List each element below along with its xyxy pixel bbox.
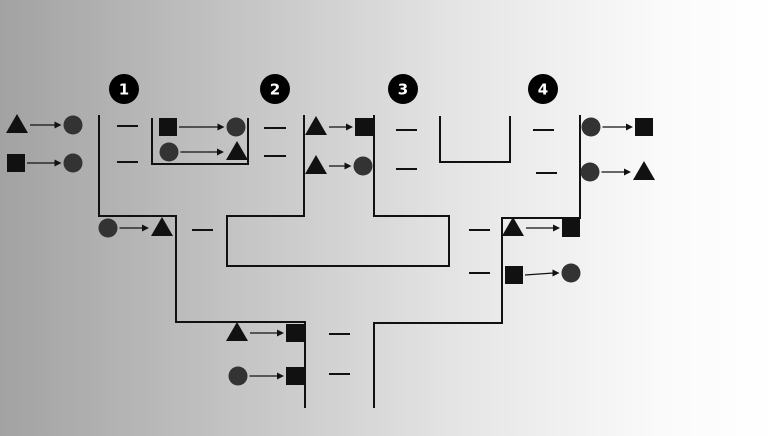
pipe-center-left-wall <box>226 115 450 267</box>
circle-icon <box>581 117 601 137</box>
triangle-icon <box>151 217 173 236</box>
circle-icon <box>226 117 246 137</box>
transformation-rule <box>305 116 373 136</box>
arrowhead-icon <box>54 121 62 129</box>
transformation-rule <box>226 322 304 342</box>
box-3-outline <box>439 116 511 163</box>
pipe-left-wall <box>98 115 306 408</box>
transformation-rule <box>159 141 248 162</box>
pipe-right-wall <box>373 115 581 408</box>
arrowhead-icon <box>217 148 224 156</box>
square-icon <box>562 219 580 237</box>
square-icon <box>505 266 523 284</box>
step-badge-3: 3 <box>388 74 418 104</box>
triangle-icon <box>305 116 327 135</box>
arrowhead-icon <box>552 269 560 277</box>
step-number: 1 <box>119 81 129 99</box>
transformation-rule <box>502 217 580 237</box>
step-number: 3 <box>398 81 408 99</box>
box-1-outline <box>151 118 249 165</box>
square-icon <box>355 118 373 136</box>
step-number: 4 <box>538 81 548 99</box>
arrowhead-icon <box>624 168 631 176</box>
triangle-icon <box>226 141 248 160</box>
arrowhead-icon <box>54 159 62 167</box>
square-icon <box>286 324 304 342</box>
transformation-rules <box>6 114 655 386</box>
triangle-icon <box>633 161 655 180</box>
transformation-rule <box>305 155 373 176</box>
square-icon <box>7 154 25 172</box>
square-icon <box>159 118 177 136</box>
circle-icon <box>63 153 83 173</box>
arrowhead-icon <box>346 123 353 131</box>
circle-icon <box>98 218 118 238</box>
arrow-icon <box>524 272 554 276</box>
arrowhead-icon <box>277 329 284 337</box>
circle-icon <box>159 142 179 162</box>
triangle-icon <box>502 217 524 236</box>
circle-icon <box>63 115 83 135</box>
step-badge-1: 1 <box>109 74 139 104</box>
circle-icon <box>228 366 248 386</box>
step-badge-2: 2 <box>260 74 290 104</box>
transformation-rule <box>159 117 246 137</box>
arrowhead-icon <box>277 372 284 380</box>
step-badge-4: 4 <box>528 74 558 104</box>
circle-icon <box>561 263 581 283</box>
circle-icon <box>353 156 373 176</box>
pipe-outline <box>98 115 581 408</box>
square-icon <box>286 367 304 385</box>
arrowhead-icon <box>626 123 633 131</box>
square-icon <box>635 118 653 136</box>
transformation-rule <box>6 114 83 135</box>
transformation-rule <box>7 153 83 173</box>
transformation-rule <box>98 217 173 238</box>
transformation-rule <box>505 263 581 284</box>
transformation-rule <box>580 161 655 182</box>
triangle-icon <box>305 155 327 174</box>
transformation-rule <box>581 117 653 137</box>
arrowhead-icon <box>217 123 225 131</box>
answer-blanks <box>117 125 557 375</box>
circle-icon <box>580 162 600 182</box>
arrowhead-icon <box>553 224 560 232</box>
transformation-rule <box>228 366 304 386</box>
arrowhead-icon <box>142 224 149 232</box>
triangle-icon <box>6 114 28 133</box>
arrowhead-icon <box>344 162 352 170</box>
triangle-icon <box>226 322 248 341</box>
step-number: 2 <box>270 81 280 99</box>
